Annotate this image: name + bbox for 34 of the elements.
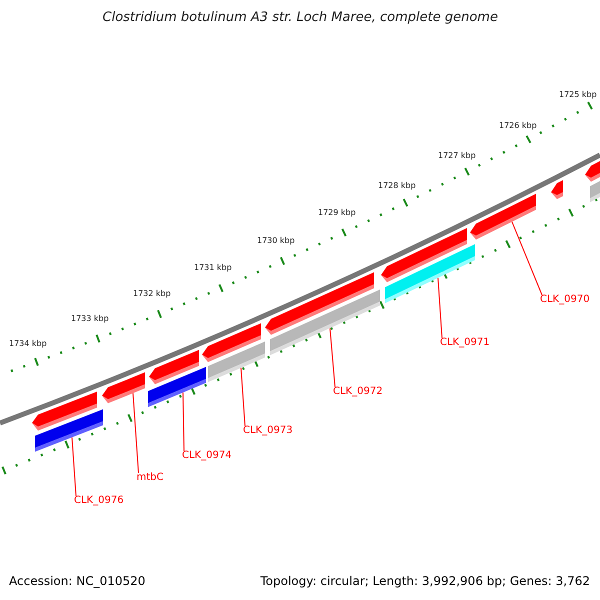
gene-label: CLK_0970 (540, 294, 590, 306)
leader-line (132, 392, 139, 474)
leader-line (512, 221, 542, 296)
gene-band (35, 409, 103, 452)
accession-text: Accession: NC_010520 (9, 574, 146, 588)
gene-band (385, 244, 475, 304)
gene-label: CLK_0973 (243, 425, 293, 437)
scale-label: 1728 kbp (378, 181, 416, 191)
gene-segment (102, 372, 145, 404)
gene-segment (470, 194, 536, 240)
gene-label: CLK_0974 (182, 450, 232, 462)
leader-line (182, 392, 184, 452)
scale-label: 1733 kbp (71, 314, 109, 324)
scale-label: 1725 kbp (559, 90, 597, 100)
scale-label: 1727 kbp (438, 151, 476, 161)
leader-line (72, 437, 76, 496)
scale-label: 1729 kbp (318, 208, 356, 218)
leader-line (330, 328, 336, 388)
gene-label: CLK_0971 (440, 337, 490, 349)
gene-label: CLK_0976 (74, 495, 124, 507)
gene-label: CLK_0972 (333, 386, 383, 398)
gene-band (148, 366, 206, 408)
gene-band (270, 290, 380, 356)
map-title: Clostridium botulinum A3 str. Loch Maree, complete genome (102, 10, 498, 26)
genome-info-text: Topology: circular; Length: 3,992,906 bp; Genes: 3,762 (260, 574, 590, 588)
gene-label: mtbC (136, 472, 164, 484)
scale-label: 1732 kbp (133, 289, 171, 299)
leader-line (240, 367, 246, 426)
scale-label: 1726 kbp (499, 121, 537, 131)
scale-label: 1734 kbp (9, 339, 47, 349)
leader-line (438, 278, 442, 338)
scale-label: 1730 kbp (257, 236, 295, 246)
scale-label: 1731 kbp (194, 263, 232, 273)
gene-band (208, 342, 265, 382)
